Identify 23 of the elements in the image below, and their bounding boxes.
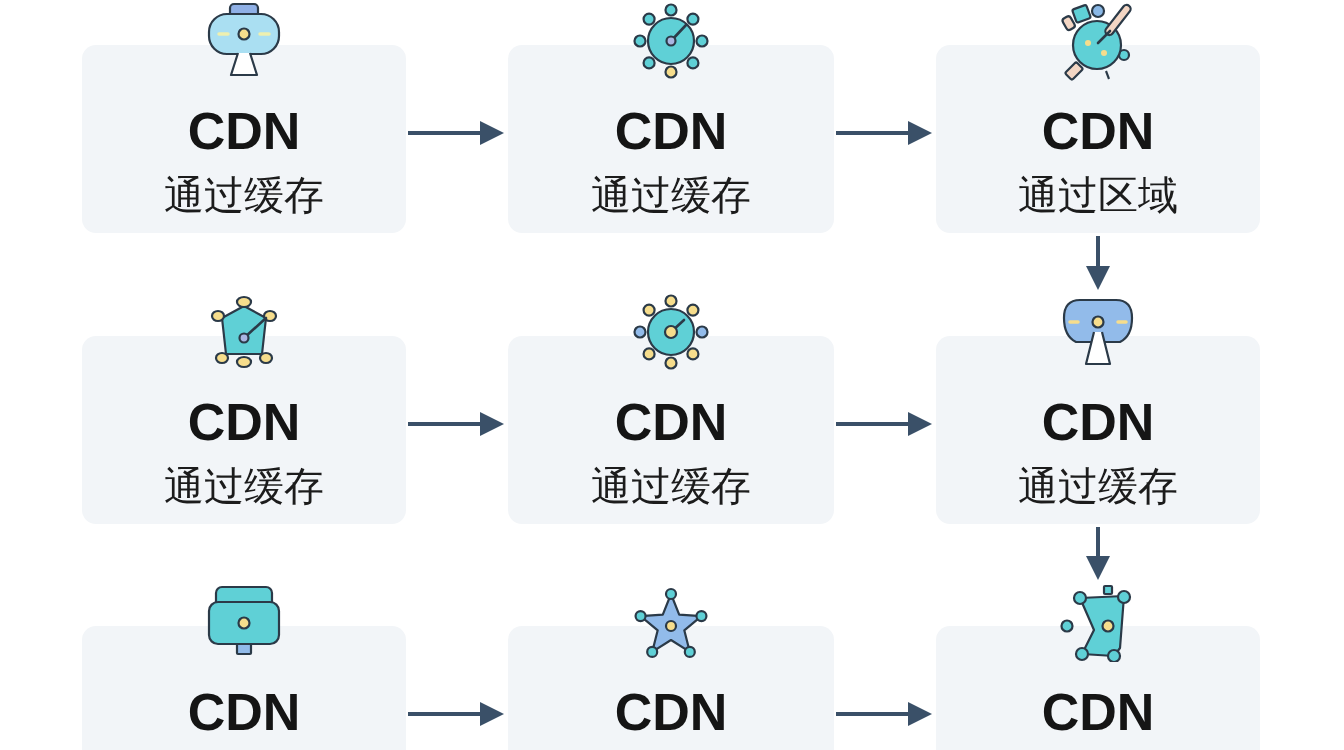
subtitle-text: 通过区域 [1018, 175, 1178, 215]
arrow [1086, 236, 1110, 290]
arrow [836, 121, 932, 145]
title-text: CDN [187, 105, 301, 157]
title-text: CDN [187, 686, 301, 738]
arrow [408, 121, 504, 145]
title-text: CDN [614, 396, 728, 448]
title-text: CDN [1041, 105, 1155, 157]
subtitle-text: 通过缓存 [164, 466, 324, 506]
arrow [408, 412, 504, 436]
title-text: CDN [1041, 396, 1155, 448]
title-text: CDN [614, 105, 728, 157]
arrow [836, 702, 932, 726]
arrow [408, 702, 504, 726]
subtitle-text: 通过缓存 [591, 175, 751, 215]
arrow [836, 412, 932, 436]
title-text: CDN [187, 396, 301, 448]
title-text: CDN [614, 686, 728, 738]
subtitle-text: 通过缓存 [591, 466, 751, 506]
subtitle-text: 通过缓存 [1018, 466, 1178, 506]
subtitle-text: 通过缓存 [164, 175, 324, 215]
title-text: CDN [1041, 686, 1155, 738]
arrow [1086, 527, 1110, 580]
